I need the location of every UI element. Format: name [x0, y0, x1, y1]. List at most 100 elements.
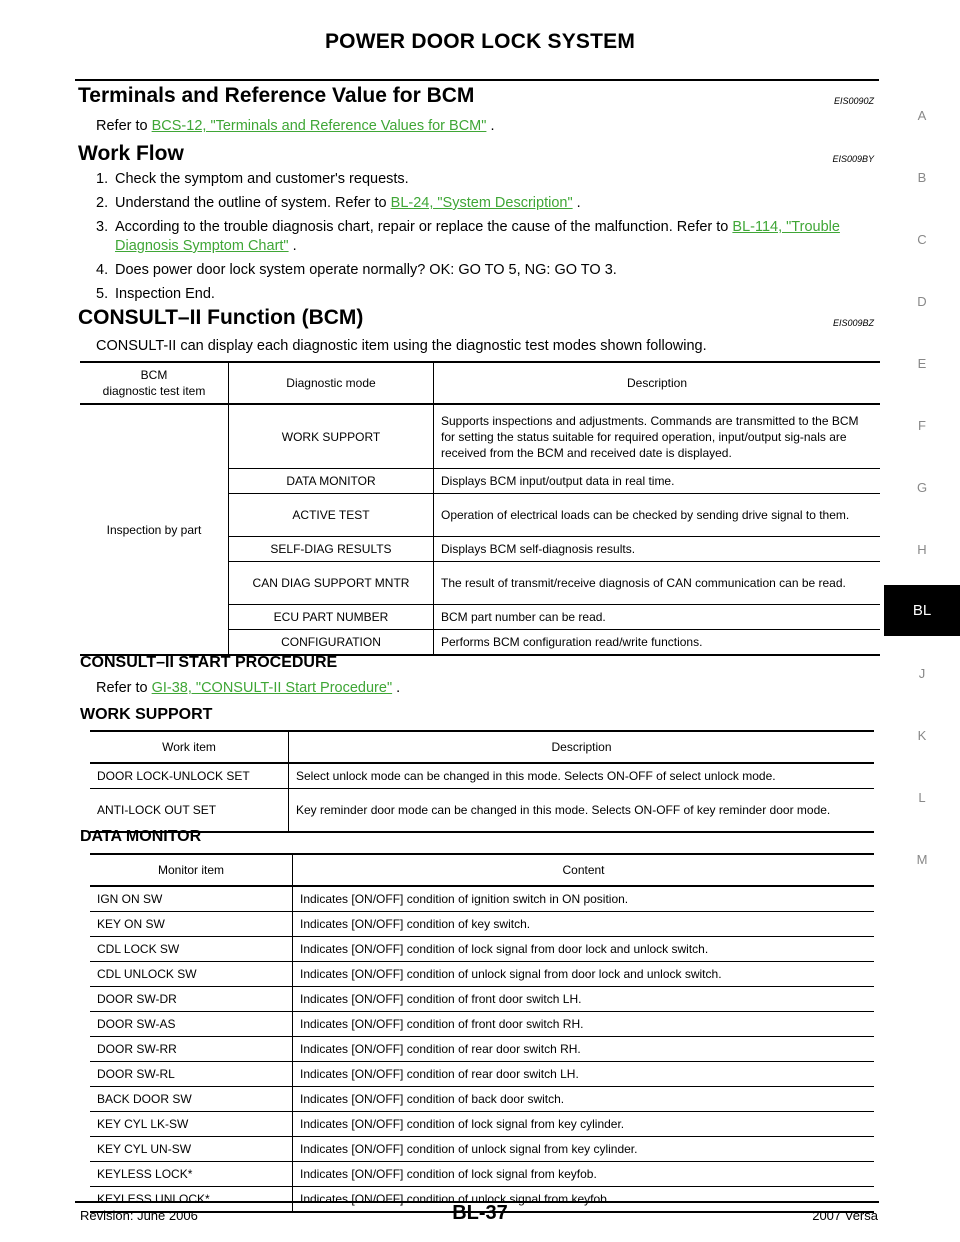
content-cell: Indicates [ON/OFF] condition of back doo… [292, 1086, 874, 1112]
work-flow-step-2: 2.Understand the outline of system. Refe… [96, 194, 886, 213]
table-row: DOOR LOCK-UNLOCK SET Select unlock mode … [90, 763, 874, 789]
content-cell: Indicates [ON/OFF] condition of lock sig… [292, 1111, 874, 1137]
terminals-refer: Refer to BCS-12, "Terminals and Referenc… [96, 118, 494, 134]
content-cell: Indicates [ON/OFF] condition of rear doo… [292, 1036, 874, 1062]
description-cell: Displays BCM input/output data in real t… [433, 468, 880, 494]
index-tab-a[interactable]: A [917, 108, 927, 123]
description-cell: Supports inspections and adjustments. Co… [433, 404, 880, 469]
bl-24-link[interactable]: BL-24, "System Description" [390, 195, 573, 211]
table-row: SELF-DIAG RESULTS Displays BCM self-diag… [80, 536, 880, 562]
table-header-row: Work item Description [90, 731, 874, 764]
table-row: DATA MONITOR Displays BCM input/output d… [80, 468, 880, 494]
description-cell: BCM part number can be read. [433, 604, 880, 630]
bl-114-link[interactable]: BL-114, "Trouble Diagnosis Symptom Chart… [115, 219, 840, 254]
monitor-item-cell: KEYLESS LOCK* [90, 1161, 293, 1187]
mode-cell: CONFIGURATION [228, 629, 434, 656]
work-flow-step-1: 1.Check the symptom and customer's reque… [96, 170, 886, 189]
step-number: 1. [96, 171, 109, 187]
monitor-item-cell: IGN ON SW [90, 886, 293, 912]
monitor-item-cell: BACK DOOR SW [90, 1086, 293, 1112]
table-row: ANTI-LOCK OUT SET Key reminder door mode… [90, 788, 874, 833]
index-tab-g[interactable]: G [916, 480, 928, 495]
header-monitor-item: Monitor item [90, 854, 293, 887]
header-content: Content [292, 854, 874, 887]
mode-cell: ACTIVE TEST [228, 493, 434, 537]
content-cell: Indicates [ON/OFF] condition of unlock s… [292, 961, 874, 987]
mode-cell: CAN DIAG SUPPORT MNTR [228, 561, 434, 605]
diagnostic-mode-table: BCM diagnostic test item Diagnostic mode… [80, 361, 880, 656]
content-cell: Indicates [ON/OFF] condition of lock sig… [292, 1161, 874, 1187]
terminals-code: EIS0090Z [833, 96, 874, 106]
refer-suffix: . [392, 680, 401, 696]
description-cell: Performs BCM configuration read/write fu… [433, 629, 880, 656]
refer-suffix: . [486, 118, 495, 134]
index-tab-k[interactable]: K [917, 728, 927, 743]
monitor-item-cell: CDL UNLOCK SW [90, 961, 293, 987]
step-number: 4. [96, 262, 109, 278]
index-tab-e[interactable]: E [917, 356, 927, 371]
step-text: Does power door lock system operate norm… [115, 262, 617, 278]
table-header-row: BCM diagnostic test item Diagnostic mode… [80, 362, 880, 405]
work-flow-steps: 1.Check the symptom and customer's reque… [96, 170, 886, 309]
page-number: BL-37 [452, 1202, 508, 1224]
index-tab-b[interactable]: B [917, 170, 927, 185]
table-row: CONFIGURATION Performs BCM configuration… [80, 629, 880, 656]
index-tab-h[interactable]: H [917, 542, 927, 557]
header-mode: Diagnostic mode [228, 362, 434, 405]
table-row: CAN DIAG SUPPORT MNTR The result of tran… [80, 561, 880, 605]
gi-38-link[interactable]: GI-38, "CONSULT-II Start Procedure" [151, 680, 393, 696]
step-number: 3. [96, 219, 109, 235]
index-tab-f[interactable]: F [918, 418, 926, 433]
monitor-item-cell: KEY ON SW [90, 911, 293, 937]
refer-prefix: Refer to [96, 118, 152, 134]
monitor-item-cell: DOOR SW-RR [90, 1036, 293, 1062]
work-support-heading: WORK SUPPORT [80, 706, 213, 723]
consult-intro: CONSULT-II can display each diagnostic i… [96, 338, 707, 354]
start-procedure-heading: CONSULT–II START PROCEDURE [80, 654, 338, 671]
consult-code: EIS009BZ [832, 318, 874, 328]
table-row: Inspection by part WORK SUPPORT Supports… [80, 404, 880, 537]
content-cell: Indicates [ON/OFF] condition of key swit… [292, 911, 874, 937]
monitor-item-cell: DOOR SW-AS [90, 1011, 293, 1037]
mode-cell: SELF-DIAG RESULTS [228, 536, 434, 562]
content-cell: Indicates [ON/OFF] condition of front do… [292, 1011, 874, 1037]
description-cell: Displays BCM self-diagnosis results. [433, 536, 880, 562]
index-tab-c[interactable]: C [917, 232, 927, 247]
content-cell: Indicates [ON/OFF] condition of unlock s… [292, 1136, 874, 1162]
description-cell: Operation of electrical loads can be che… [433, 493, 880, 537]
work-flow-step-5: 5.Inspection End. [96, 285, 886, 304]
description-cell: Key reminder door mode can be changed in… [288, 788, 874, 833]
work-item-cell: ANTI-LOCK OUT SET [90, 788, 289, 833]
footer-model: 2007 Versa [812, 1208, 878, 1223]
monitor-item-cell: DOOR SW-RL [90, 1061, 293, 1087]
header-description: Description [288, 731, 874, 764]
work-flow-heading: Work Flow [78, 142, 184, 165]
work-flow-step-4: 4. Does power door lock system operate no… [96, 261, 886, 280]
header-description: Description [433, 362, 880, 405]
index-tab-m[interactable]: M [916, 852, 928, 867]
description-cell: The result of transmit/receive diagnosis… [433, 561, 880, 605]
content-cell: Indicates [ON/OFF] condition of lock sig… [292, 936, 874, 962]
index-tab-j[interactable]: J [918, 666, 926, 681]
mode-cell: DATA MONITOR [228, 468, 434, 494]
index-tab-d[interactable]: D [917, 294, 927, 309]
index-tab-bl-active[interactable]: BL [884, 585, 960, 636]
work-flow-code: EIS009BY [832, 154, 874, 164]
table-row: ECU PART NUMBER BCM part number can be r… [80, 604, 880, 630]
table-header-row: Monitor item Content [90, 854, 874, 887]
index-tab-l[interactable]: L [918, 790, 926, 805]
work-item-cell: DOOR LOCK-UNLOCK SET [90, 763, 289, 789]
bcs-12-link[interactable]: BCS-12, "Terminals and Reference Values … [151, 118, 487, 134]
mode-cell: WORK SUPPORT [228, 404, 434, 469]
step-suffix: . [288, 238, 297, 254]
